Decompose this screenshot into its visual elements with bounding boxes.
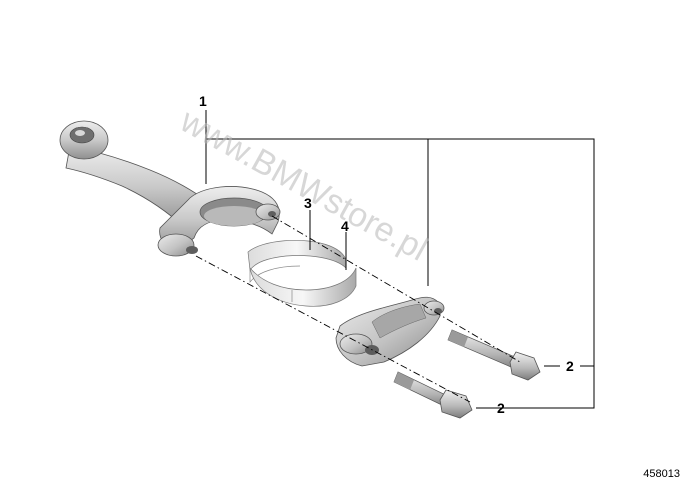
callout-bolt-upper: 2 [566, 358, 574, 374]
rod-bolt-lower [393, 371, 473, 419]
bearing-shell-lower [249, 266, 357, 307]
diagram-reference-number: 458013 [643, 468, 680, 480]
callout-bearing-shell-lower: 4 [341, 218, 349, 234]
callout-bearing-shell-upper: 3 [304, 195, 312, 211]
leader-lines [205, 110, 595, 409]
connecting-rod [59, 120, 281, 257]
callout-bolt-lower: 2 [497, 400, 505, 416]
assembly-axis-lines [195, 215, 521, 403]
rod-bolt-upper [447, 329, 541, 381]
bearing-shell-upper [247, 239, 347, 283]
callout-connecting-rod: 1 [199, 93, 207, 109]
